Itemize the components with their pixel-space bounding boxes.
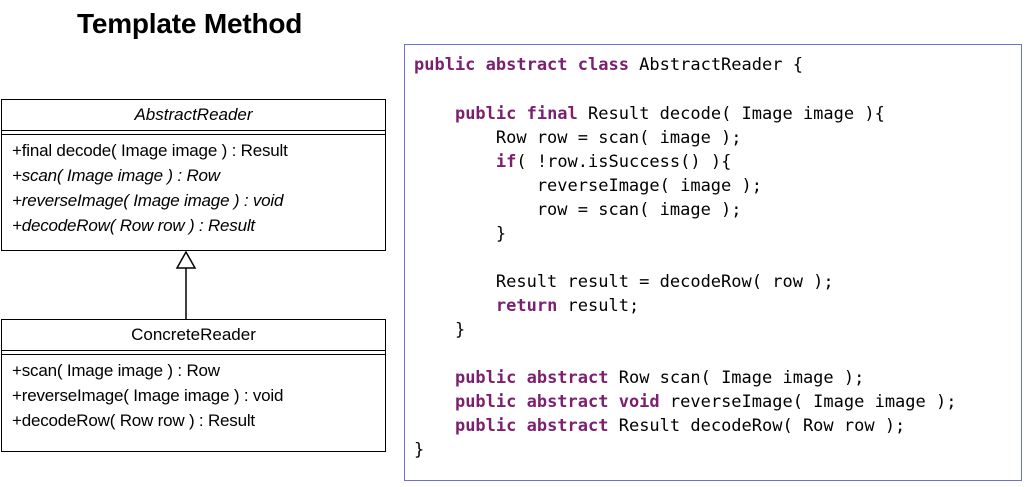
method-reverseimage: +reverseImage( Image image ) : void <box>12 191 284 210</box>
code-line: reverseImage( image ); <box>414 174 762 198</box>
code-text: Result decodeRow( Row row ); <box>608 416 906 436</box>
code-text <box>414 392 455 412</box>
code-text: ( !row.isSuccess() ){ <box>516 152 732 172</box>
code-text <box>414 416 455 436</box>
code-text <box>414 368 455 388</box>
code-line: public abstract Row scan( Image image ); <box>414 366 864 390</box>
method-decoderow: +decodeRow( Row row ) : Result <box>12 216 255 235</box>
code-line: Row row = scan( image ); <box>414 126 742 150</box>
code-line: public final Result decode( Image image … <box>414 102 885 126</box>
code-text: reverseImage( image ); <box>414 176 762 196</box>
method-decode: +final decode( Image image ) : Result <box>12 141 288 160</box>
inheritance-arrowhead-icon <box>175 250 197 269</box>
code-line: row = scan( image ); <box>414 198 742 222</box>
class-name: AbstractReader <box>2 100 385 131</box>
code-line: } <box>414 222 506 246</box>
code-text: Result result = decodeRow( row ); <box>414 272 834 292</box>
code-text <box>414 104 455 124</box>
code-keyword: public abstract <box>454 416 609 436</box>
code-keyword: return <box>495 296 558 316</box>
attribute-compartment <box>2 131 385 135</box>
code-text: Row scan( Image image ); <box>608 368 865 388</box>
class-name: ConcreteReader <box>2 320 385 351</box>
code-text <box>414 296 496 316</box>
method-compartment: +scan( Image image ) : Row +reverseImage… <box>2 355 385 437</box>
code-line: } <box>414 438 424 462</box>
method-scan: +scan( Image image ) : Row <box>12 166 220 185</box>
method-decoderow: +decodeRow( Row row ) : Result <box>12 411 255 430</box>
diagram-title: Template Method <box>77 8 303 39</box>
method-reverseimage: +reverseImage( Image image ) : void <box>12 386 284 405</box>
uml-class-abstractreader: AbstractReader +final decode( Image imag… <box>1 99 386 251</box>
code-keyword: public abstract class <box>414 55 629 75</box>
code-text: row = scan( image ); <box>414 200 742 220</box>
code-keyword: public abstract <box>454 368 609 388</box>
code-text: result; <box>557 296 640 316</box>
code-line: return result; <box>414 294 639 318</box>
code-text: } <box>414 440 425 460</box>
code-text: Result decode( Image image ){ <box>577 104 885 124</box>
code-text: reverseImage( Image image ); <box>659 392 957 412</box>
code-line: public abstract Result decodeRow( Row ro… <box>414 414 905 438</box>
attribute-compartment <box>2 351 385 355</box>
method-compartment: +final decode( Image image ) : Result +s… <box>2 135 385 242</box>
code-line: public abstract void reverseImage( Image… <box>414 390 957 414</box>
inheritance-arrow <box>175 250 197 319</box>
uml-class-concretereader: ConcreteReader +scan( Image image ) : Ro… <box>1 319 386 452</box>
code-text: } <box>414 224 507 244</box>
code-keyword: public final <box>454 104 578 124</box>
code-text: } <box>414 320 466 340</box>
code-text: Row row = scan( image ); <box>414 128 742 148</box>
code-line: public abstract class AbstractReader { <box>414 53 803 77</box>
code-line: } <box>414 318 465 342</box>
code-text: AbstractReader { <box>628 55 803 75</box>
code-line: if( !row.isSuccess() ){ <box>414 150 731 174</box>
method-scan: +scan( Image image ) : Row <box>12 361 220 380</box>
code-keyword: if <box>495 152 517 172</box>
code-text <box>414 152 496 172</box>
code-keyword: public abstract void <box>454 392 660 412</box>
code-panel: public abstract class AbstractReader { p… <box>404 44 1022 481</box>
code-line: Result result = decodeRow( row ); <box>414 270 834 294</box>
